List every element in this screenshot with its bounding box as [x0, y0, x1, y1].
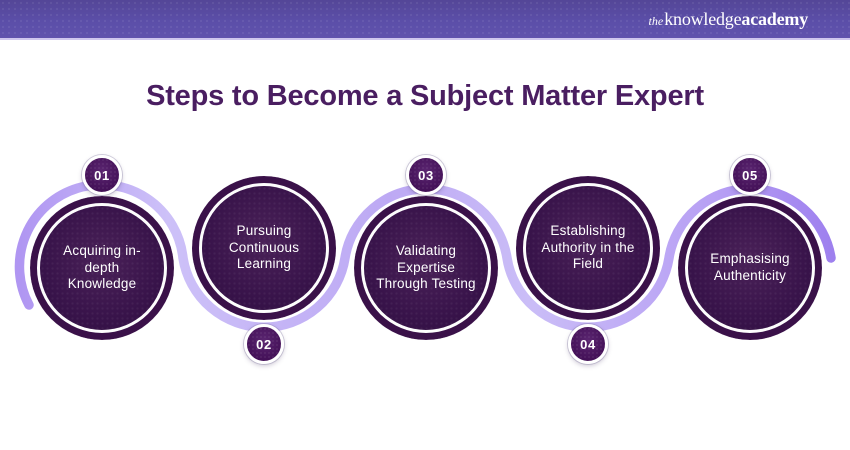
- step-label: Validating Expertise Through Testing: [376, 242, 476, 292]
- step-label: Acquiring in- depth Knowledge: [63, 242, 141, 292]
- step-3-circle: Validating Expertise Through Testing: [354, 196, 498, 340]
- step-number: 02: [256, 336, 272, 352]
- logo-academy: academy: [741, 9, 808, 29]
- logo-the: the: [648, 14, 664, 28]
- step-label: Emphasising Authenticity: [710, 251, 790, 283]
- step-4-circle: Establishing Authority in the Field: [516, 176, 660, 320]
- step-number: 03: [418, 167, 434, 183]
- page-title: Steps to Become a Subject Matter Expert: [146, 80, 704, 112]
- step-2-number-badge: 02: [244, 324, 284, 364]
- step-3-number-badge: 03: [406, 155, 446, 195]
- step-number: 01: [94, 167, 110, 183]
- step-5-circle: Emphasising Authenticity: [678, 196, 822, 340]
- step-1-number-badge: 01: [82, 155, 122, 195]
- step-5-number-badge: 05: [730, 155, 770, 195]
- step-2-circle: Pursuing Continuous Learning: [192, 176, 336, 320]
- step-label: Pursuing Continuous Learning: [228, 222, 300, 272]
- step-1-circle: Acquiring in- depth Knowledge: [30, 196, 174, 340]
- step-number: 04: [580, 336, 596, 352]
- logo-knowledge: knowledge: [664, 9, 742, 29]
- step-label: Establishing Authority in the Field: [541, 222, 635, 272]
- step-number: 05: [742, 167, 758, 183]
- step-4-number-badge: 04: [568, 324, 608, 364]
